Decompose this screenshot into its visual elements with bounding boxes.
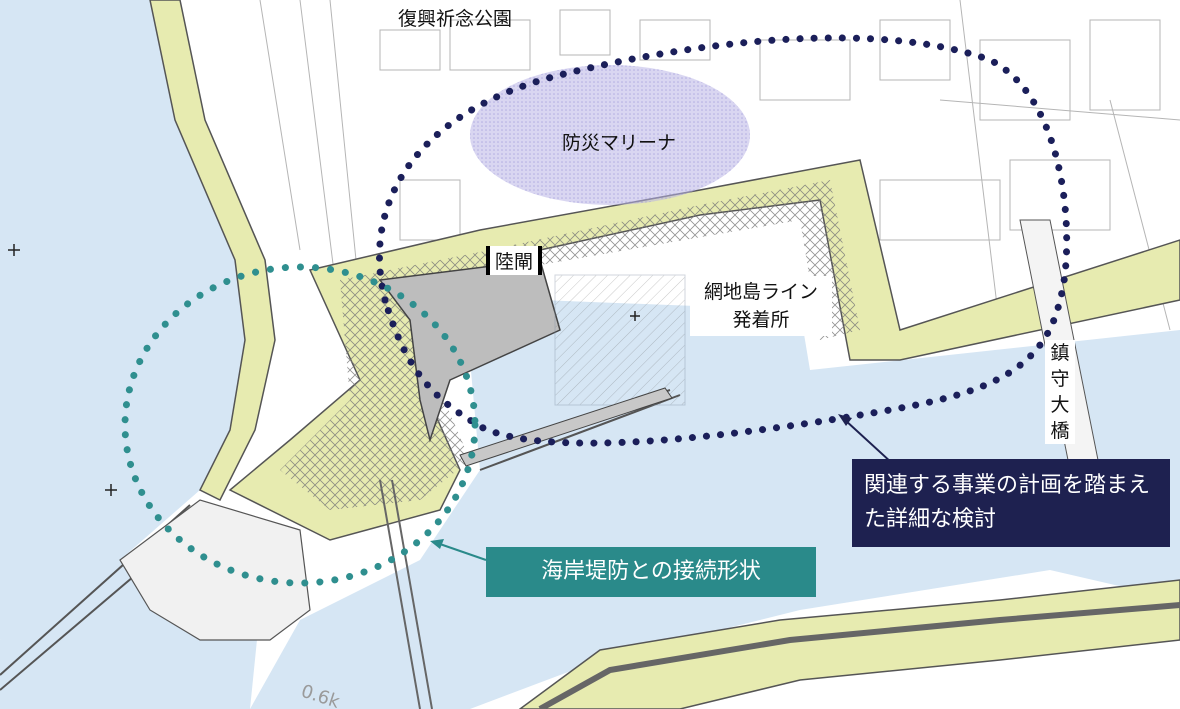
southwest-landfill [119,499,311,641]
survey-crosses [8,244,640,496]
harbor-water [250,300,1180,709]
breakwater [459,387,673,467]
south-embankment-road [538,602,1180,709]
detailed-study-boundary [375,34,1071,447]
embankment-hatch [280,180,860,510]
ferry-terminal-label: 網地島ライン 発着所 [690,276,832,336]
marina-area-dots [470,65,750,205]
west-seawall [149,0,276,502]
detailed-study-callout: 関連する事業の計画を踏まえた詳細な検討 [852,459,1170,547]
marina-label: 防災マリーナ [562,132,677,154]
hatched-berth [554,274,686,406]
teal-leader-arrow [430,539,487,561]
bridge-label: 鎮守大橋 [1045,340,1075,444]
terminal-pier [378,259,561,443]
seawall-connection-callout: 海岸堤防との接続形状 [486,547,816,597]
vertical-road [379,479,421,709]
urban-blocks [259,0,1180,331]
vertical-road-2 [391,479,433,709]
seawall-connection-boundary [121,263,479,587]
navy-leader-arrow [838,414,893,464]
land-gate-label: 陸閘 [486,246,543,275]
park-label: 復興祈念公園 [398,8,513,30]
sea-west [0,0,245,640]
south-embankment [518,579,1180,709]
